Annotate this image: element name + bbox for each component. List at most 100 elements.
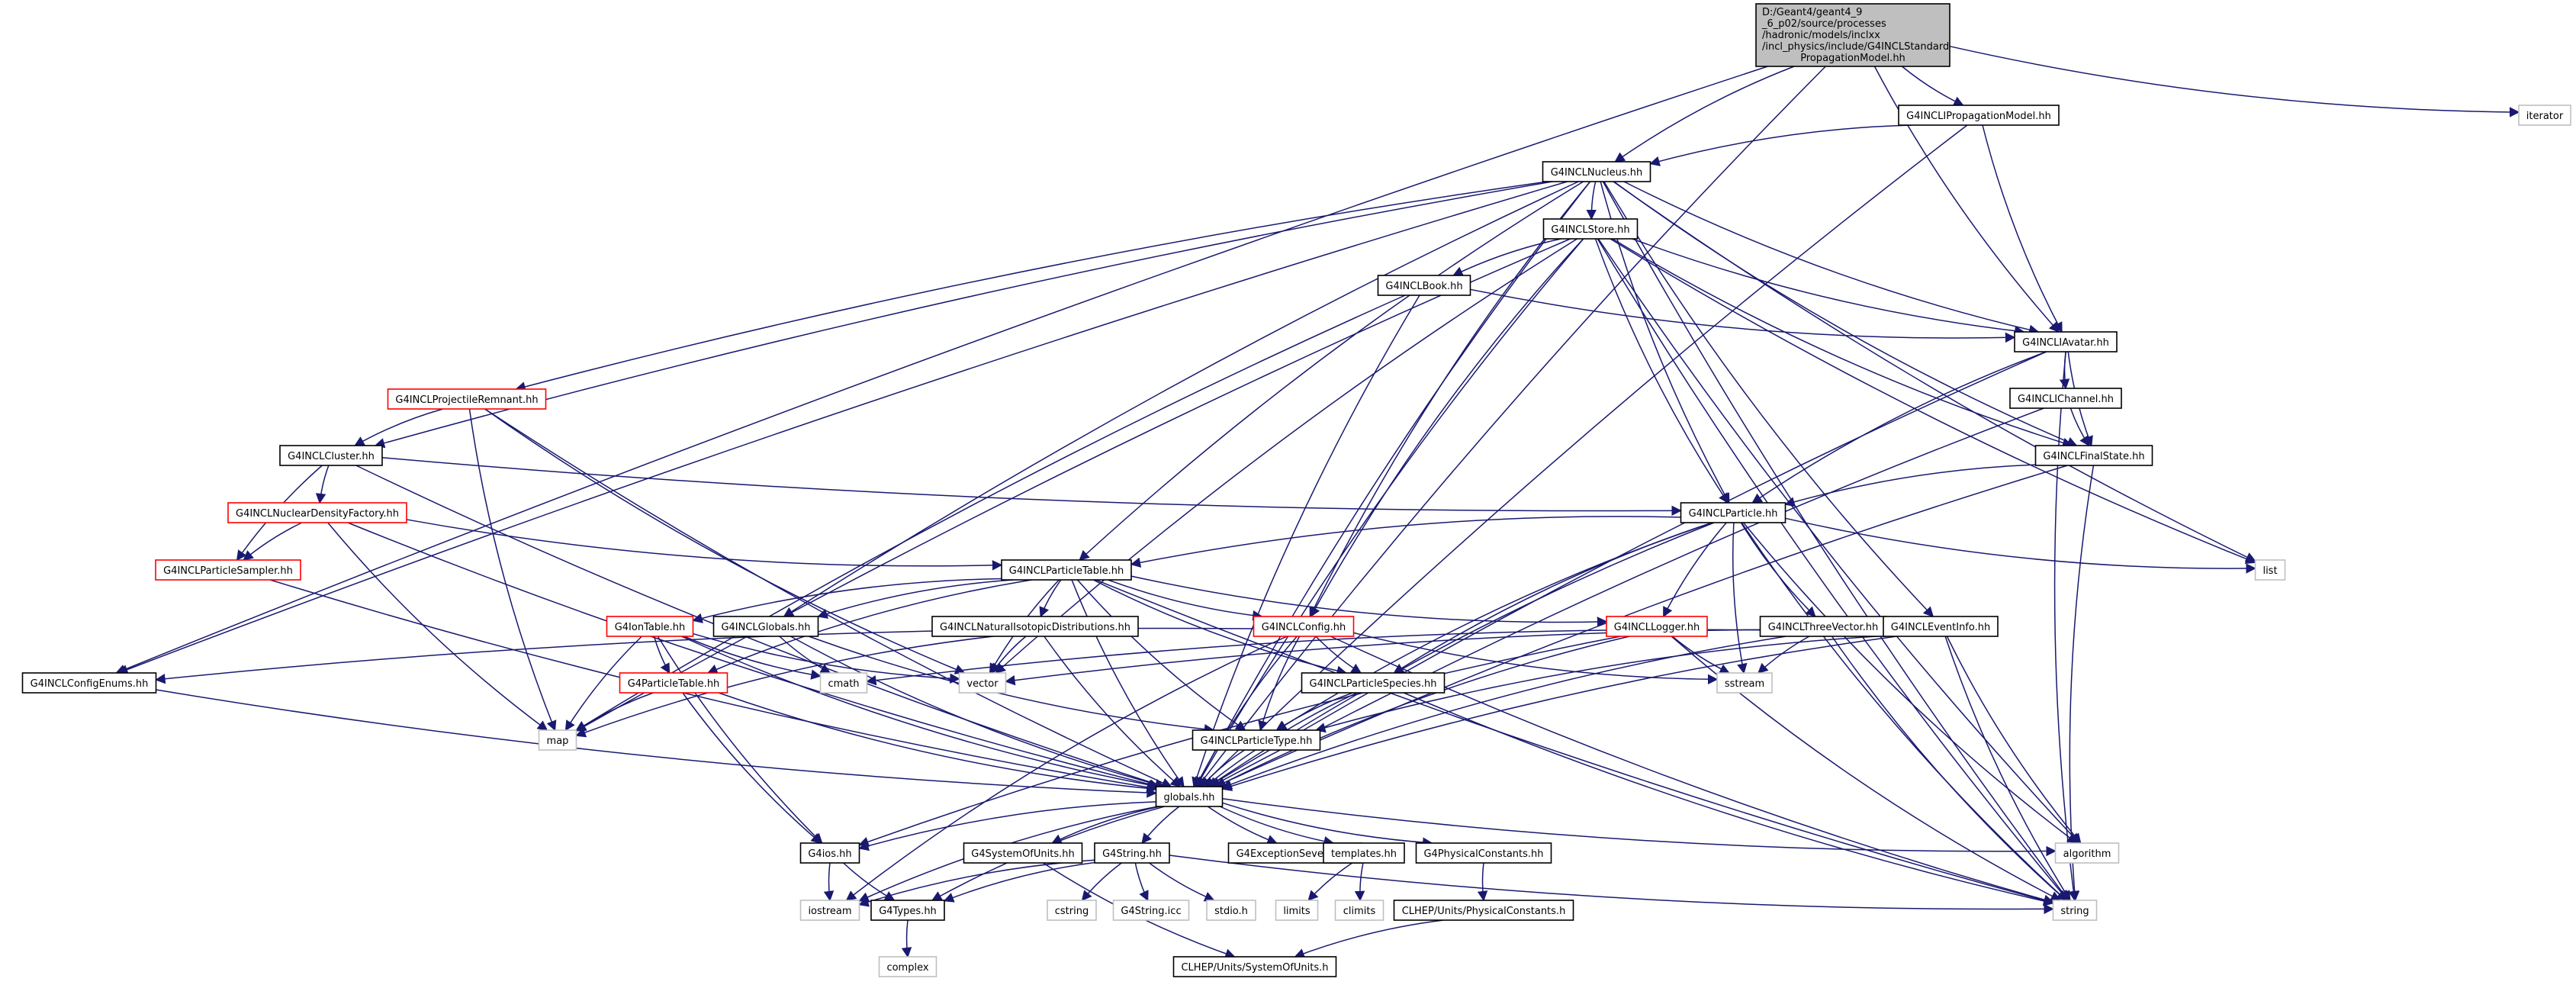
file-node-label: G4INCLProjectileRemnant.hh	[395, 394, 538, 406]
file-node-threevector[interactable]: G4INCLThreeVector.hh	[1759, 616, 1887, 637]
file-node-g4types[interactable]: G4Types.hh	[870, 900, 945, 921]
file-node-g4stringicc: G4String.icc	[1112, 900, 1190, 921]
include-edge-particle-to-algorithm	[1742, 522, 2078, 844]
file-node-box	[2009, 388, 2122, 409]
include-edge-book-to-globals	[1192, 295, 1420, 788]
file-node-limits: limits	[1275, 900, 1319, 921]
file-node-map: map	[538, 729, 577, 751]
file-node-label: G4INCLThreeVector.hh	[1768, 622, 1879, 633]
file-node-cluster[interactable]: G4INCLCluster.hh	[279, 445, 383, 466]
file-node-globals[interactable]: globals.hh	[1155, 786, 1224, 807]
file-node-configenums[interactable]: G4INCLConfigEnums.hh	[21, 672, 157, 694]
file-node-nucleus[interactable]: G4INCLNucleus.hh	[1542, 161, 1651, 182]
file-node-g4particletable[interactable]: G4ParticleTable.hh	[619, 672, 728, 694]
file-node-box	[1192, 729, 1321, 751]
include-edge-particle-to-string	[1741, 522, 2067, 901]
file-node-box	[799, 900, 860, 921]
file-node-g4string[interactable]: G4String.hh	[1094, 842, 1170, 864]
include-edge-store-to-finalstate	[1612, 238, 2073, 448]
file-node-nucdensity[interactable]: G4INCLNuclearDensityFactory.hh	[227, 502, 407, 523]
file-node-box	[1206, 900, 1256, 921]
include-edge-threevector-to-string	[1831, 636, 2067, 901]
file-node-logger[interactable]: G4INCLLogger.hh	[1606, 616, 1708, 637]
file-node-label: G4Types.hh	[879, 906, 937, 917]
file-node-box	[1542, 218, 1639, 240]
include-edge-propagationmodel-to-nucleus	[1649, 124, 1912, 166]
include-edge-config-to-globals	[1195, 636, 1298, 788]
include-edge-config-to-particletype	[1258, 636, 1301, 732]
include-edge-globals-to-g4ios	[858, 801, 1156, 851]
include-edge-nucdensity-to-map	[327, 522, 548, 731]
file-node-label: G4ios.hh	[808, 848, 851, 860]
file-node-systemofunits[interactable]: G4SystemOfUnits.hh	[963, 842, 1083, 864]
include-edge-root-to-avatar	[1873, 66, 2060, 333]
file-node-g4ios[interactable]: G4ios.hh	[799, 842, 860, 864]
file-node-box	[1898, 105, 2060, 126]
file-node-particlespecies[interactable]: G4INCLParticleSpecies.hh	[1301, 672, 1446, 694]
include-edge-config-to-sstream	[1353, 632, 1719, 685]
file-node-iontable[interactable]: G4IonTable.hh	[606, 616, 694, 637]
file-node-label: G4INCLParticleSpecies.hh	[1310, 678, 1437, 690]
file-node-channel[interactable]: G4INCLIChannel.hh	[2009, 388, 2122, 409]
file-node-label: G4INCLFinalState.hh	[2043, 451, 2144, 462]
include-edge-channel-to-globals	[1210, 407, 2044, 787]
file-node-box	[2014, 331, 2118, 352]
file-node-string: string	[2052, 900, 2098, 921]
file-node-book[interactable]: G4INCLBook.hh	[1377, 275, 1471, 296]
file-node-label: vector	[966, 678, 999, 690]
include-edge-store-to-config	[1310, 238, 1584, 618]
include-edge-nucleus-to-eventinfo	[1603, 181, 1934, 617]
file-node-climits: climits	[1334, 900, 1384, 921]
file-node-templates[interactable]: templates.hh	[1323, 842, 1405, 864]
file-node-label: G4INCLConfigEnums.hh	[31, 678, 149, 690]
file-node-box	[155, 559, 301, 581]
file-node-clhepphys[interactable]: CLHEP/Units/PhysicalConstants.h	[1393, 900, 1574, 921]
include-edge-particletable-to-globals	[1071, 579, 1185, 788]
include-edge-nucleus-to-list	[1613, 181, 2256, 562]
file-node-box	[227, 502, 407, 523]
file-node-avatar[interactable]: G4INCLIAvatar.hh	[2014, 331, 2118, 352]
file-node-box	[819, 672, 868, 694]
file-node-eventinfo[interactable]: G4INCLEventInfo.hh	[1883, 616, 1999, 637]
file-node-config[interactable]: G4INCLConfig.hh	[1253, 616, 1355, 637]
file-node-clhepunits[interactable]: CLHEP/Units/SystemOfUnits.h	[1172, 956, 1337, 977]
file-node-particle[interactable]: G4INCLParticle.hh	[1680, 502, 1786, 523]
file-node-label: G4INCLBook.hh	[1385, 281, 1462, 292]
file-node-propagationmodel[interactable]: G4INCLIPropagationModel.hh	[1898, 105, 2060, 126]
include-edge-nucleus-to-configenums	[117, 181, 1568, 674]
file-node-box	[1155, 786, 1224, 807]
file-node-label: G4INCLParticleType.hh	[1201, 736, 1313, 747]
include-edge-nucleus-to-cluster	[374, 181, 1553, 449]
include-edge-g4particletable-to-map	[575, 692, 654, 732]
include-edge-store-to-algorithm	[1597, 238, 2080, 844]
file-node-store[interactable]: G4INCLStore.hh	[1542, 218, 1639, 240]
include-edge-g4string-to-iostream	[858, 859, 1095, 907]
file-node-label: limits	[1283, 906, 1311, 917]
include-edge-particle-to-sstream	[1732, 522, 1748, 674]
file-node-box	[1172, 956, 1337, 977]
file-node-partsampler[interactable]: G4INCLParticleSampler.hh	[155, 559, 301, 581]
include-edge-g4ios-to-iostream	[823, 862, 835, 902]
include-edge-physconst-to-clhepphys	[1477, 862, 1488, 902]
include-edge-nucleus-to-projremnant	[515, 181, 1548, 392]
include-edge-globals-to-templates	[1219, 806, 1335, 847]
file-node-label: G4IonTable.hh	[615, 622, 686, 633]
file-node-finalstate[interactable]: G4INCLFinalState.hh	[2034, 445, 2153, 466]
include-edge-finalstate-to-globals	[1214, 465, 2068, 788]
file-node-label: G4INCLNuclearDensityFactory.hh	[236, 508, 399, 520]
include-edge-eventinfo-to-particletype	[1314, 635, 1884, 733]
file-node-inclglobals[interactable]: G4INCLGlobals.hh	[712, 616, 819, 637]
file-node-natiso[interactable]: G4INCLNaturalIsotopicDistributions.hh	[931, 616, 1139, 637]
file-node-box	[1275, 900, 1319, 921]
file-node-box	[963, 842, 1083, 864]
file-node-physconst[interactable]: G4PhysicalConstants.hh	[1415, 842, 1552, 864]
file-node-vector: vector	[958, 672, 1007, 694]
file-node-particletable[interactable]: G4INCLParticleTable.hh	[1001, 559, 1132, 581]
file-node-particletype[interactable]: G4INCLParticleType.hh	[1192, 729, 1321, 751]
include-edge-store-to-avatar	[1632, 238, 2025, 336]
file-node-box	[1415, 842, 1552, 864]
include-edge-globals-to-physconst	[1222, 802, 1433, 848]
file-node-projremnant[interactable]: G4INCLProjectileRemnant.hh	[387, 388, 547, 410]
include-edge-finalstate-to-string	[2069, 465, 2095, 902]
file-node-label: string	[2060, 906, 2089, 917]
